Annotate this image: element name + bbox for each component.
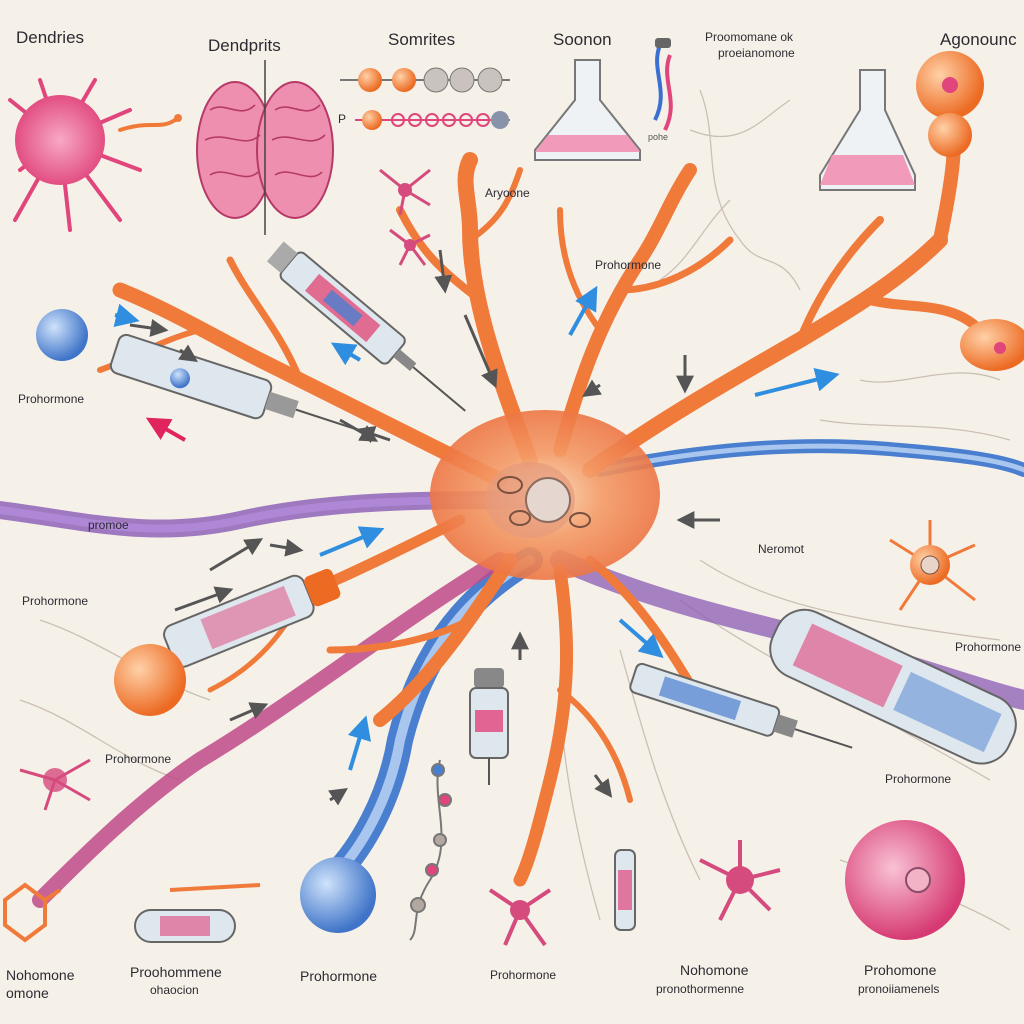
flask-icon <box>819 69 916 191</box>
neuron-cell-top-right <box>916 51 1024 371</box>
label-vial-note: pohe <box>648 132 669 142</box>
label-bottom-1a: Nohomone <box>6 967 75 983</box>
label-prohormone-right: Prohormone <box>885 772 952 786</box>
axons <box>0 439 1024 908</box>
label-bottom-1b: omone <box>6 985 49 1001</box>
label-promoe: promoe <box>88 518 129 532</box>
label-p-marker: P <box>338 112 347 126</box>
orange-sphere <box>114 644 186 716</box>
small-cell-cluster <box>488 840 781 947</box>
label-bottom-5b: pronothormenne <box>656 982 745 996</box>
label-bottom-4: Prohormone <box>490 968 557 982</box>
molecule-chain-top <box>340 67 510 130</box>
arrow-icon <box>113 285 840 771</box>
vial-icon <box>653 38 673 131</box>
label-soonon: Soonon <box>553 30 612 49</box>
label-prohormone-lower-left: Prohormone <box>105 752 172 766</box>
syringe-icon <box>163 568 341 668</box>
blue-sphere <box>36 309 88 361</box>
label-prohormone-mid-left: Prohormone <box>22 594 89 608</box>
label-bottom-3: Prohormone <box>300 968 378 984</box>
label-prohormone-top-1: Proomomane ok <box>705 30 794 44</box>
label-prohormone-upper: Prohormone <box>595 258 662 272</box>
label-agonounc: Agonounc <box>940 30 1017 49</box>
syringe-icon <box>266 241 466 412</box>
label-bottom-2b: ohaocion <box>150 983 199 997</box>
label-prohormone-far-right: Prohormone <box>955 640 1022 654</box>
capsule-icon <box>134 883 261 943</box>
molecule-structure-icon <box>3 882 62 943</box>
label-bottom-6b: pronoiiamenels <box>858 982 940 996</box>
label-aryoone: Aryoone <box>485 186 530 200</box>
nucleus <box>525 477 571 523</box>
brain-icon <box>196 60 334 235</box>
molecule-chain-icon <box>409 759 452 941</box>
label-somrites: Somrites <box>388 30 456 49</box>
dendritic-cell-top-left <box>8 78 182 232</box>
capsule-icon <box>769 608 1017 765</box>
label-dendries: Dendries <box>16 28 85 47</box>
blue-sphere <box>300 857 376 933</box>
vial-icon <box>614 849 636 931</box>
neuron-soma <box>430 410 660 580</box>
label-neromot: Neromot <box>758 542 805 556</box>
small-cell-cluster <box>379 168 431 266</box>
label-dendprits: Dendprits <box>208 36 281 55</box>
syringe-icon <box>109 333 363 433</box>
flask-icon <box>534 59 641 161</box>
vial-icon <box>469 668 509 785</box>
syringe-icon <box>629 662 853 749</box>
small-cell-cluster <box>889 520 976 611</box>
label-prohormone-top-2: proeianomone <box>718 46 795 60</box>
label-bottom-6a: Prohomone <box>864 962 937 978</box>
arrow-icon <box>145 417 186 442</box>
label-bottom-2a: Proohommene <box>130 964 222 980</box>
label-bottom-5a: Nohomone <box>680 962 749 978</box>
small-cell-cluster <box>19 758 91 811</box>
label-prohormone-left: Prohormone <box>18 392 85 406</box>
arrow-icon <box>129 249 720 806</box>
